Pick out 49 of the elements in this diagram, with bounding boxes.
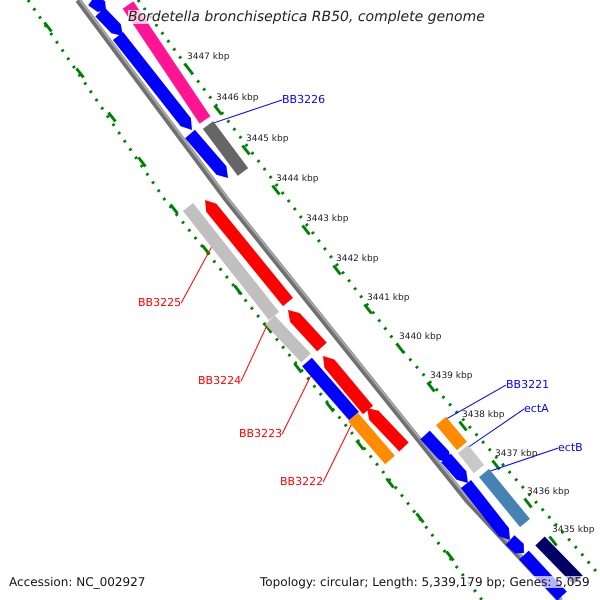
leader-line [446, 384, 506, 419]
tick-label: 3435 kbp [552, 526, 594, 535]
gene-feature [323, 356, 373, 414]
gene-feature [182, 203, 280, 320]
gene-feature [436, 416, 467, 450]
tick-label: 3443 kbp [306, 215, 348, 224]
accession-text: Accession: NC_002927 [9, 576, 146, 588]
leader-line [322, 424, 352, 483]
gene-feature [458, 444, 484, 474]
gene-feature [420, 430, 451, 463]
gene-feature [288, 310, 327, 352]
leader-line [490, 448, 558, 472]
topology-text: Topology: circular; Length: 5,339,179 bp; Genes: 5,059 [260, 576, 590, 588]
gene-feature [302, 358, 359, 420]
gene-label: ectB [558, 442, 583, 453]
gene-feature [441, 454, 468, 483]
leader-line [468, 408, 524, 447]
tick-label: 3439 kbp [430, 372, 472, 381]
tick-label: 3442 kbp [336, 255, 378, 264]
leader-line [240, 325, 268, 382]
tick-label: 3440 kbp [399, 333, 442, 342]
gene-feature [185, 130, 228, 178]
gene-label: BB3224 [198, 375, 242, 386]
gene-feature [202, 121, 248, 176]
leader-line [282, 376, 312, 435]
gene-feature [205, 200, 293, 306]
tick-label: 3446 kbp [216, 94, 258, 103]
tick-label: 3441 kbp [367, 294, 410, 303]
gene-label: BB3225 [138, 297, 182, 308]
tick-label: 3445 kbp [246, 135, 288, 144]
gene-feature [506, 535, 524, 554]
gene-label: BB3222 [280, 476, 324, 487]
gene-label: BB3226 [282, 94, 326, 105]
tick-label: 3436 kbp [527, 488, 570, 497]
tick-label: 3437 kbp [495, 450, 538, 459]
tick-label: 3444 kbp [276, 175, 318, 184]
tick-label: 3447 kbp [187, 53, 230, 62]
leader-line [214, 100, 282, 124]
gene-label: BB3221 [506, 379, 550, 390]
gene-feature [265, 316, 311, 362]
leader-line [180, 246, 212, 304]
gene-label: ectA [524, 403, 549, 414]
gene-label: BB3223 [239, 428, 282, 439]
map-title: Bordetella bronchiseptica RB50, complete genome [128, 10, 485, 24]
gene-feature [460, 480, 510, 540]
tick-label: 3438 kbp [462, 411, 504, 420]
gene-feature [88, 0, 106, 12]
gene-feature [348, 412, 395, 464]
gene-feature [367, 408, 409, 452]
